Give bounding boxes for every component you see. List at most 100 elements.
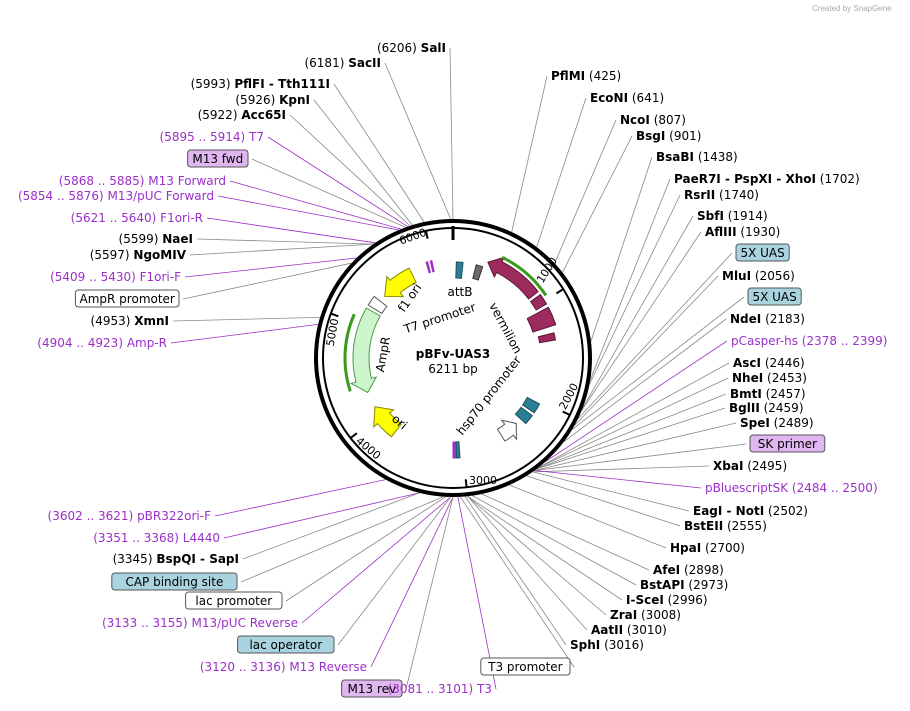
label-text: PaeR7I - PspXI - XhoI (1702) (674, 172, 860, 186)
map-label: (4904 .. 4923) Amp-R (37, 336, 167, 350)
uas-feature (521, 396, 541, 414)
ampr-feature (349, 307, 381, 394)
label-text: (6206) SalI (377, 41, 446, 55)
label-name: AmpR promoter (80, 292, 175, 306)
map-label: SphI (3016) (570, 638, 644, 652)
label-text: (3602 .. 3621) pBR322ori-F (48, 509, 212, 523)
leader-line (534, 470, 702, 489)
map-label: NheI (2453) (732, 371, 807, 385)
label-box (237, 635, 335, 654)
leader-line (333, 83, 425, 223)
map-label: (3345) BspQI - SapI (113, 552, 239, 566)
label-box (74, 289, 180, 308)
vermilion-exon (526, 306, 557, 333)
label-text: AscI (2446) (733, 356, 805, 370)
map-label: (5854 .. 5876) M13/pUC Forward (18, 189, 214, 203)
hsp70-promoter-feature (496, 419, 517, 442)
label-text: (3345) BspQI - SapI (113, 552, 239, 566)
leader-line (172, 317, 321, 322)
leader-line (589, 194, 681, 385)
label-text: (5854 .. 5876) M13/pUC Forward (18, 189, 214, 203)
label-box (341, 679, 403, 698)
label-box (735, 243, 790, 262)
label-name: lac operator (249, 638, 322, 652)
map-label: BmtI (2457) (730, 387, 806, 401)
tick-label: 5000 (324, 317, 342, 347)
map-label: MluI (2056) (722, 269, 795, 283)
map-label: EagI - NotI (2502) (693, 504, 808, 518)
label-text: pBluescriptSK (2484 .. 2500) (705, 481, 878, 495)
feature-label: attB (448, 285, 473, 299)
label-text: PflMI (425) (551, 69, 621, 83)
leader-line (481, 493, 650, 571)
leader-line (464, 496, 567, 646)
map-label: AscI (2446) (733, 356, 805, 370)
label-text: (3081 .. 3101) T3 (388, 682, 492, 696)
label-text: ZraI (3008) (610, 608, 681, 622)
map-label: EcoNI (641) (590, 91, 664, 105)
label-text: SphI (3016) (570, 638, 644, 652)
label-name: 5X UAS (752, 290, 796, 304)
tick-mark (330, 312, 339, 318)
primer-mark (452, 441, 457, 459)
uas-feature (514, 406, 533, 425)
label-name: CAP binding site (125, 575, 223, 589)
leader-line (571, 296, 745, 430)
leader-line (301, 496, 451, 624)
leader-line (217, 195, 399, 231)
label-text: (3133 .. 3155) M13/pUC Reverse (102, 616, 298, 630)
f1-ori-feature (384, 267, 417, 298)
map-label: AmpR promoter (74, 289, 180, 308)
map-label: HpaI (2700) (670, 541, 745, 555)
credit-text: Created by SnapGene (812, 4, 892, 13)
map-label: BstAPI (2973) (640, 578, 728, 592)
leader-line (449, 47, 454, 220)
vermilion-utr (472, 264, 484, 281)
label-text: (5409 .. 5430) F1ori-F (50, 270, 181, 284)
leader-line (581, 231, 702, 411)
map-label: (3133 .. 3155) M13/pUC Reverse (102, 616, 298, 630)
leader-line (459, 496, 575, 668)
map-label: XbaI (2495) (713, 459, 787, 473)
map-label: AatII (3010) (591, 623, 667, 637)
label-text: (6181) SacII (304, 56, 381, 70)
label-text: (5599) NaeI (119, 232, 193, 246)
leader-line (289, 114, 411, 227)
leader-line (240, 496, 444, 583)
map-label: BsaBI (1438) (656, 150, 738, 164)
map-label: PflMI (425) (551, 69, 621, 83)
map-label: (5895 .. 5914) T7 (160, 130, 264, 144)
label-text: BmtI (2457) (730, 387, 806, 401)
map-label: (5599) NaeI (119, 232, 193, 246)
label-text: (5993) PflFI - Tth111I (191, 77, 330, 91)
leader-line (589, 178, 671, 380)
label-text: SbfI (1914) (697, 209, 768, 223)
leader-line (229, 180, 402, 230)
label-text: BsaBI (1438) (656, 150, 738, 164)
label-text: EagI - NotI (2502) (693, 504, 808, 518)
map-label: ZraI (3008) (610, 608, 681, 622)
primer-mark (425, 261, 431, 274)
feature-label: AmpR (373, 335, 393, 373)
leader-line (467, 495, 588, 631)
leader-line (206, 217, 376, 244)
label-box (747, 287, 802, 306)
vermilion-orf-arrow (501, 255, 548, 297)
leader-line (189, 243, 374, 256)
label-text: AfeI (2898) (653, 563, 724, 577)
leader-line (384, 62, 451, 220)
label-text: (4904 .. 4923) Amp-R (37, 336, 167, 350)
map-label: pCasper-hs (2378 .. 2399) (731, 334, 887, 348)
label-box (111, 572, 238, 591)
map-label: (5621 .. 5640) F1ori-R (71, 211, 203, 225)
leader-line (538, 362, 730, 468)
label-box (187, 149, 249, 168)
map-label: M13 rev (341, 679, 403, 698)
map-label: (5922) Acc65I (198, 108, 286, 122)
vermilion-feature (487, 256, 539, 300)
leader-line (223, 492, 420, 539)
leader-line (182, 262, 352, 300)
leader-line (267, 136, 408, 227)
